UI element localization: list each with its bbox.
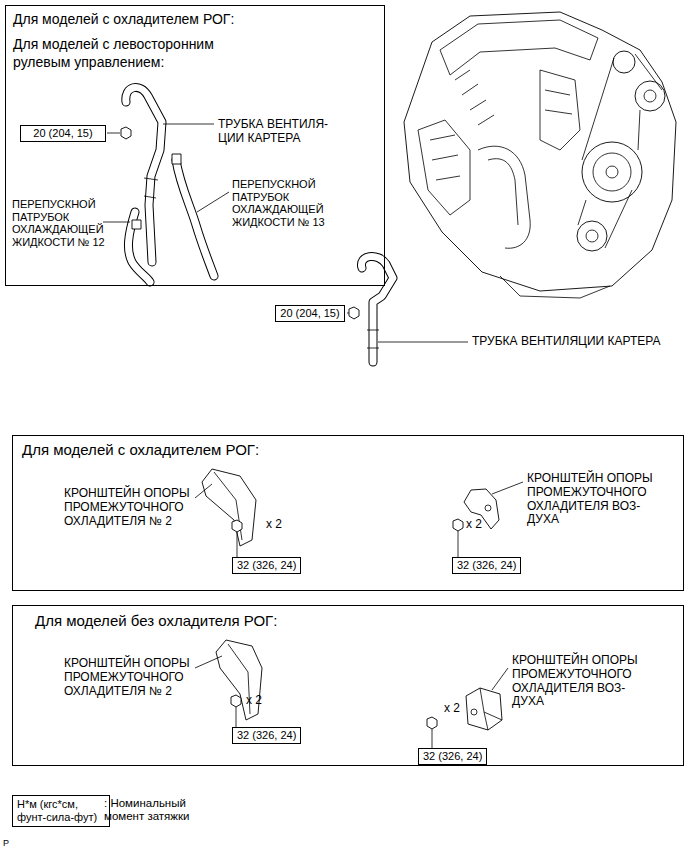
manifold [418, 120, 470, 215]
torque-value: 32 (326, 24) [423, 750, 482, 763]
part-name: КРОНШТЕЙН ОПОРЫ ПРОМЕЖУТОЧНОГО ОХЛАДИТЕЛ… [64, 657, 192, 698]
torque-value: 32 (326, 24) [457, 559, 516, 572]
leader-line [378, 342, 468, 343]
part-name: ПЕРЕПУСКНОЙ ПАТРУБОК ОХЛАЖДАЮЩЕЙ ЖИДКОСТ… [232, 178, 340, 229]
bracket-no2 [216, 640, 262, 720]
intercooler-bracket [427, 688, 502, 730]
pulley [582, 142, 642, 202]
frame-heading: Для моделей без охладителя РОГ: [35, 612, 277, 631]
bolt [121, 127, 131, 139]
part-name: ПЕРЕПУСКНОЙ ПАТРУБОК ОХЛАЖДАЮЩЕЙ ЖИДКОСТ… [12, 198, 112, 249]
pulley [635, 81, 665, 111]
breather-pipe [349, 256, 393, 362]
leader-line [492, 668, 508, 690]
callout-text: x 2 [444, 702, 460, 716]
torque-box: 32 (326, 24) [232, 727, 301, 744]
callout-text: x 2 [266, 518, 282, 532]
frame-heading: Для моделей с охладителем РОГ: [22, 441, 259, 460]
leader-line [347, 313, 349, 314]
pulley [613, 51, 635, 73]
callout-text: P [3, 838, 9, 848]
frame-heading: Для моделей с охладителем РОГ: [13, 11, 234, 29]
leader-line [458, 531, 459, 557]
legend-box: Н*м (кгс*см, фунт-сила-фут) [12, 795, 110, 827]
engine-detail [540, 70, 580, 150]
bolt [453, 519, 463, 531]
torque-value: 20 (204, 15) [25, 127, 101, 140]
part-name: КРОНШТЕЙН ОПОРЫ ПРОМЕЖУТОЧНОГО ОХЛАДИТЕЛ… [512, 654, 652, 709]
pulley [586, 230, 598, 242]
torque-box: 20 (204, 15) [275, 305, 345, 322]
intercooler-bracket [453, 489, 499, 531]
torque-box: 32 (326, 24) [418, 748, 487, 765]
leader-line [103, 222, 130, 223]
coolant-hose-12 [128, 212, 150, 282]
unit-text: Н*м (кгс*см, фунт-сила-фут) [17, 798, 105, 824]
torque-box: 20 (204, 15) [20, 125, 106, 142]
leader-line [492, 482, 523, 494]
part-name: : Номинальный момент затяжки [104, 797, 222, 823]
pulley [593, 153, 631, 191]
callout-text: x 2 [466, 518, 482, 532]
leader-line [195, 656, 222, 668]
bolt [232, 520, 242, 532]
torque-box: 32 (326, 24) [452, 557, 521, 574]
head-cover [440, 20, 598, 75]
frame-heading: Для моделей с левосторонним рулевым упра… [13, 36, 238, 71]
torque-value: 32 (326, 24) [237, 559, 296, 572]
bolt [427, 717, 437, 729]
oil-pan [500, 276, 610, 298]
bracket-no2 [202, 469, 256, 546]
part-name: КРОНШТЕЙН ОПОРЫ ПРОМЕЖУТОЧНОГО ОХЛАДИТЕЛ… [64, 487, 192, 528]
belt [578, 54, 662, 248]
leader-line [197, 192, 229, 212]
torque-value: 32 (326, 24) [237, 729, 296, 742]
leader-line [237, 532, 238, 557]
torque-box: 32 (326, 24) [232, 557, 301, 574]
leader-line [107, 133, 120, 134]
torque-value: 20 (204, 15) [280, 307, 340, 320]
pulley [577, 221, 607, 251]
leader-line [163, 124, 214, 125]
coolant-hose-13 [172, 154, 214, 276]
intake-pipe [478, 146, 530, 248]
engine-rib [455, 70, 494, 125]
bolt [349, 307, 359, 319]
leader-line [432, 729, 433, 748]
leader-line [195, 484, 212, 498]
bolt [231, 695, 241, 707]
part-name: ТРУБКА ВЕНТИЛЯ-ЦИИ КАРТЕРА [218, 118, 353, 146]
leader-line [236, 707, 237, 727]
part-name: КРОНШТЕЙН ОПОРЫ ПРОМЕЖУТОЧНОГО ОХЛАДИТЕЛ… [527, 472, 667, 527]
part-name: ТРУБКА ВЕНТИЛЯЦИИ КАРТЕРА [472, 335, 661, 349]
engine-drawing [404, 12, 676, 298]
engine-block [404, 12, 676, 291]
pulley [644, 90, 656, 102]
callout-text: x 2 [246, 694, 262, 708]
pulley [606, 166, 618, 178]
